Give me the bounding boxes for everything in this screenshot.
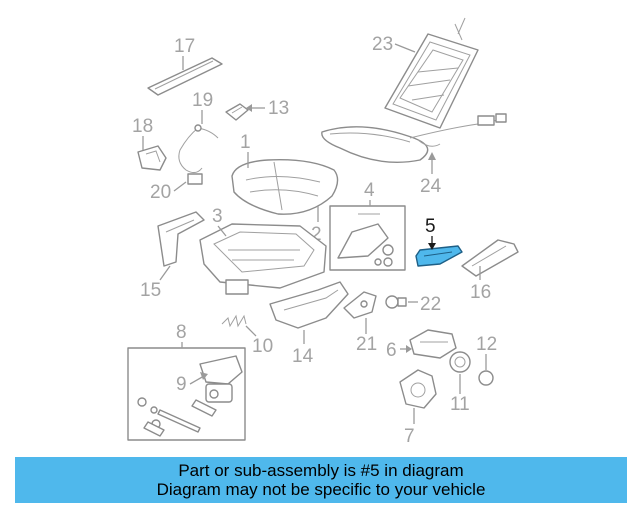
leader-9 [189,375,205,385]
callout-11: 11 [450,394,470,415]
part-23-seat-back-frame [384,17,479,129]
callout-23: 23 [372,34,393,55]
part-14-lower-trim [269,281,349,329]
callout-17: 17 [174,36,195,57]
leader-23 [394,43,416,53]
callout-10: 10 [252,336,273,357]
part-11-gear [449,351,471,373]
leader-10 [245,325,257,337]
part-17-trim-strip [147,57,223,96]
part-19-cable [178,124,219,174]
parts-diagram: 17 23 24 13 19 20 [127,17,519,447]
part-21-lever [343,291,377,319]
leader-3 [217,225,227,237]
part-1-seat-cushion [231,159,339,215]
callout-21: 21 [356,334,377,355]
callout-2: 2 [311,224,322,245]
part-3-seat-frame [199,223,327,295]
part-18-bracket [137,145,167,171]
callout-24: 24 [420,176,442,197]
part-4-recliner-kit [329,205,406,271]
part-9-motor [199,355,243,403]
caption-line-2: Diagram may not be specific to your vehi… [156,480,486,499]
caption-line-1: Part or sub-assembly is #5 in diagram [178,461,464,480]
callout-15: 15 [140,280,161,301]
callout-3: 3 [212,206,223,227]
arrow-9 [200,372,208,380]
part-20-connector [187,173,203,185]
callout-7: 7 [404,426,415,447]
part-7-motor [399,369,437,409]
callout-4: 4 [364,180,375,201]
callout-16: 16 [470,282,491,303]
arrow-5 [428,243,436,250]
arrow-24 [428,152,436,160]
callout-6: 6 [386,340,397,361]
callout-12: 12 [476,334,497,355]
arrow-6 [406,345,412,353]
part-15-side-trim [157,211,205,267]
box-hardware [137,397,217,437]
arrow-13 [246,104,252,112]
part-6-bracket [409,329,457,359]
leader-15 [159,265,171,281]
part-5-cover-highlighted [415,245,463,267]
callout-22: 22 [420,294,441,315]
callout-1: 1 [240,132,251,153]
callout-20: 20 [150,182,171,203]
part-12-cap [478,370,494,386]
callout-9: 9 [176,374,187,395]
leader-20 [173,181,187,192]
callout-19: 19 [192,90,213,111]
callout-13: 13 [268,98,289,119]
callout-18: 18 [132,116,153,137]
callout-5: 5 [425,216,436,237]
part-24-wiring-harness [321,113,507,163]
part-16-outer-trim [461,239,519,277]
callout-8: 8 [176,322,187,343]
callout-14: 14 [292,346,314,367]
part-13-clip [225,103,249,121]
part-10-spring [221,314,247,328]
caption-bar: Part or sub-assembly is #5 in diagram Di… [15,457,627,503]
part-22-knob [385,295,407,309]
